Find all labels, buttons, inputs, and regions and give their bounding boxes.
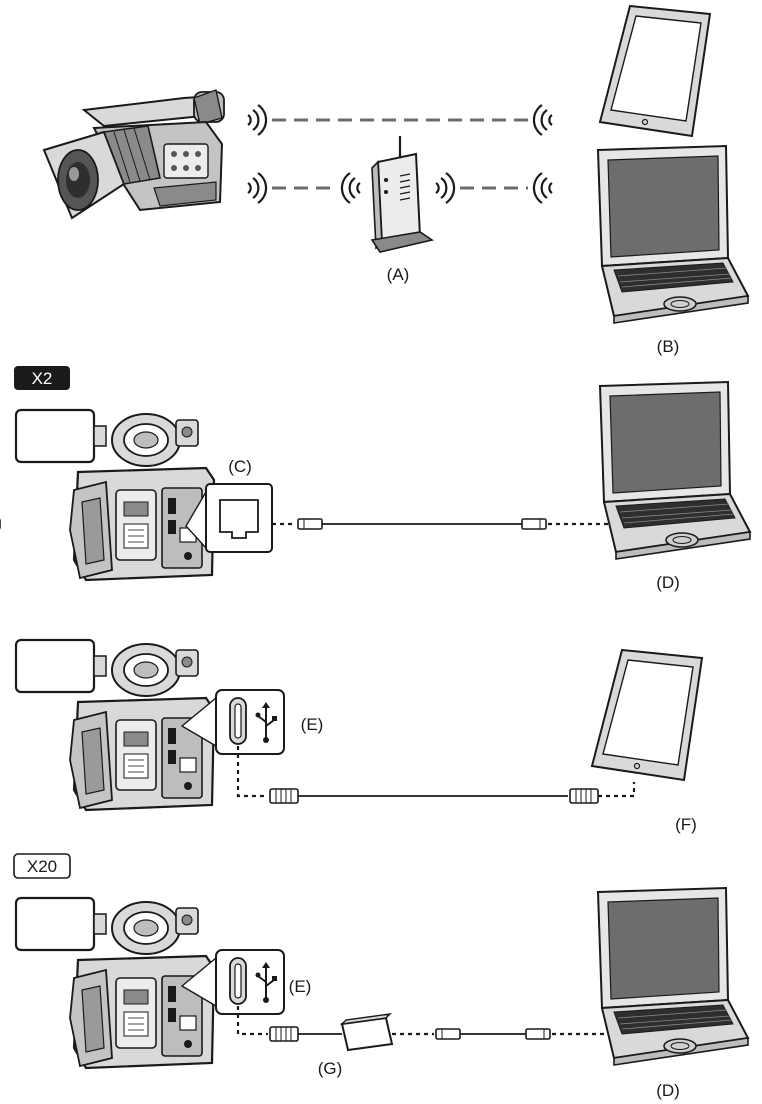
- label-c: (C): [228, 457, 252, 476]
- x2-lan-section: X2 (C) (D): [0, 366, 751, 592]
- camcorder-icon: [14, 896, 216, 1070]
- label-f: (F): [675, 815, 697, 834]
- model-badge-x2: X2: [14, 366, 70, 390]
- usb-port-icon: [215, 689, 285, 755]
- laptop-icon: [599, 381, 751, 560]
- label-g: (G): [318, 1059, 343, 1078]
- cable-icon: [236, 1006, 342, 1042]
- cable-icon: [236, 746, 636, 804]
- wireless-section: (A) (B): [43, 5, 749, 356]
- tablet-icon: [599, 5, 711, 137]
- camcorder-icon: [43, 89, 225, 219]
- laptop-icon: [597, 145, 749, 324]
- label-d: (D): [656, 573, 680, 592]
- label-b: (B): [657, 337, 680, 356]
- model-badge-x20: X20: [13, 853, 71, 879]
- tablet-icon: [591, 649, 703, 781]
- label-a: (A): [387, 265, 410, 284]
- wifi-waves-icon: [246, 103, 554, 137]
- router-icon: [370, 136, 434, 253]
- model-badge-x20-label: X20: [27, 857, 57, 876]
- label-e: (E): [301, 715, 324, 734]
- label-e-x20: (E): [289, 977, 312, 996]
- cable-icon: [0, 518, 610, 530]
- lan-adapter-icon: [340, 1013, 394, 1052]
- lan-port-icon: [185, 483, 273, 553]
- cable-icon: [392, 1028, 608, 1040]
- usb-tablet-section: (E) (F): [14, 638, 703, 834]
- camcorder-icon: [14, 408, 216, 582]
- label-d-x20: (D): [656, 1081, 680, 1100]
- usb-port-icon: [215, 949, 285, 1015]
- laptop-icon: [597, 887, 749, 1066]
- x20-adapter-section: X20 (E) (G) (D): [13, 853, 749, 1100]
- model-badge-x2-label: X2: [32, 369, 53, 388]
